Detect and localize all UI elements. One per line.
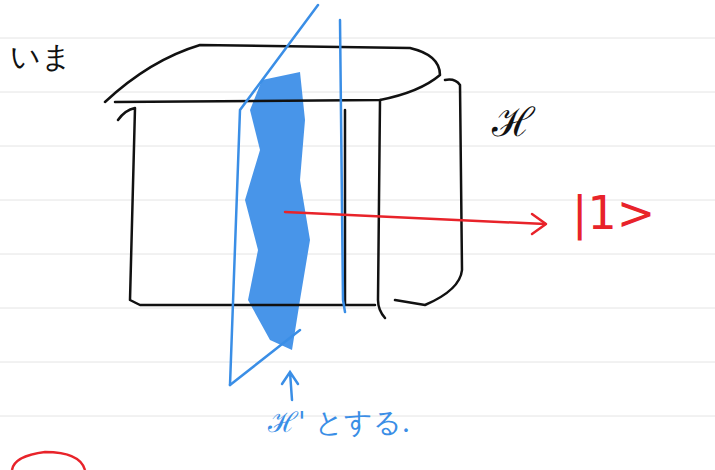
plane-shading [245, 72, 310, 350]
subspace-note: ℋ' とする. [268, 408, 411, 439]
red-circle [12, 452, 85, 470]
ket-label: |1> [572, 188, 655, 239]
plane-outline [230, 5, 345, 400]
space-symbol: ℋ [492, 100, 534, 144]
cube-outline [105, 45, 462, 318]
state-arrow [285, 212, 546, 234]
ruled-lines [0, 38, 715, 416]
note-text: いま [10, 40, 72, 73]
